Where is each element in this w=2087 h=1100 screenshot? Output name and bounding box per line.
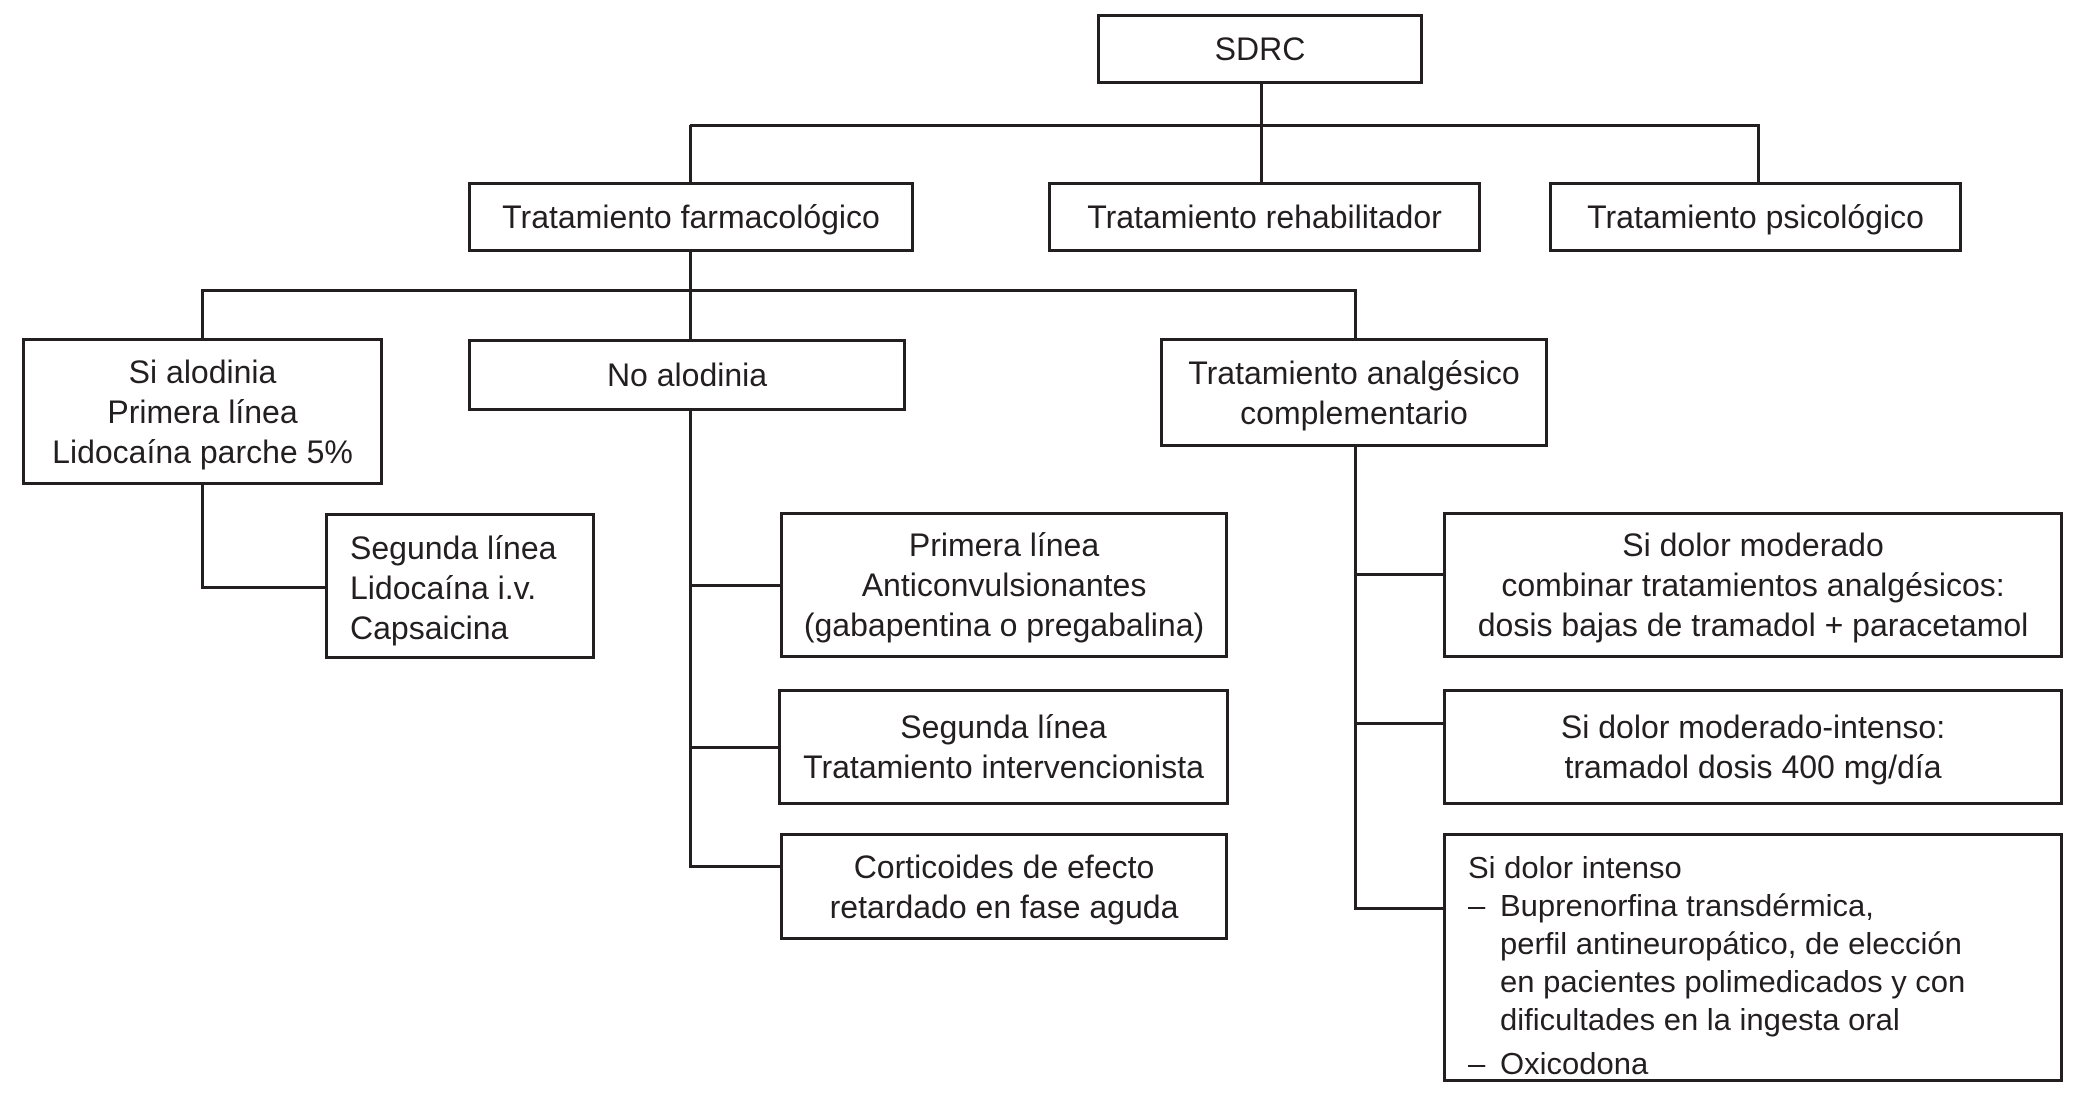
bullet-dash: – <box>1468 1046 1486 1081</box>
connector-sdrc-drop <box>1260 84 1263 182</box>
connector-psicologico-drop <box>1757 125 1760 182</box>
connector-no-alodinia-trunk <box>689 411 692 868</box>
bullet-text: Buprenorfina transdérmica, perfil antine… <box>1500 888 1966 1037</box>
node-tratamiento-analgesico-complementario: Tratamiento analgésico complementario <box>1160 338 1548 447</box>
node-tratamiento-rehabilitador: Tratamiento rehabilitador <box>1048 182 1481 252</box>
connector-analgesico-stub-3 <box>1354 907 1443 910</box>
node-label-line: Tratamiento intervencionista <box>803 749 1204 785</box>
node-si-dolor-intenso: Si dolor intenso – Buprenorfina transdér… <box>1443 833 2063 1082</box>
node-segunda-linea-intervencionista: Segunda línea Tratamiento intervencionis… <box>778 689 1229 805</box>
connector-no-alodinia-stub-1 <box>689 584 780 587</box>
node-si-alodinia: Si alodinia Primera línea Lidocaína parc… <box>22 338 383 485</box>
bullet-text: Oxicodona <box>1500 1046 1649 1081</box>
connector-analgesico-stub-2 <box>1354 722 1443 725</box>
node-label: Tratamiento psicológico <box>1587 199 1924 235</box>
node-label-line: (gabapentina o pregabalina) <box>803 607 1205 643</box>
node-label: SDRC <box>1214 31 1306 67</box>
node-label-line: dosis bajas de tramadol + paracetamol <box>1477 607 2029 643</box>
node-segunda-linea-lidocaina: Segunda línea Lidocaína i.v. Capsaicina <box>325 513 595 659</box>
connector-level2-bar <box>201 289 1357 292</box>
node-label-line: Segunda línea <box>900 709 1107 745</box>
node-label: Tratamiento farmacológico <box>502 199 880 235</box>
connector-analgesico-trunk <box>1354 447 1357 910</box>
node-label-line: tramadol dosis 400 mg/día <box>1564 749 1942 785</box>
bullet-item: – Oxicodona <box>1468 1045 1648 1083</box>
node-tratamiento-psicologico: Tratamiento psicológico <box>1549 182 1962 252</box>
node-label-line: Primera línea <box>908 527 1100 563</box>
connector-farmacologico-drop <box>689 125 692 182</box>
node-label-line: Si dolor moderado-intenso: <box>1560 709 1946 745</box>
connector-analgesico-drop <box>1354 290 1357 338</box>
node-label: Si dolor intenso <box>1468 850 1682 885</box>
connector-level1-bar <box>690 124 1760 127</box>
node-label: Tratamiento rehabilitador <box>1087 199 1442 235</box>
connector-no-alodinia-stub-2 <box>689 746 778 749</box>
node-label-line: Corticoides de efecto <box>853 848 1155 885</box>
connector-level2-drop <box>689 252 692 339</box>
node-tratamiento-farmacologico: Tratamiento farmacológico <box>468 182 914 252</box>
node-label-line: Lidocaína i.v. <box>350 570 537 606</box>
node-label-line: Primera línea <box>107 393 298 430</box>
node-label-line: Si alodinia <box>128 353 277 390</box>
node-si-dolor-moderado-intenso: Si dolor moderado-intenso: tramadol dosi… <box>1443 689 2063 805</box>
node-label-line: combinar tratamientos analgésicos: <box>1501 567 2005 603</box>
node-corticoides: Corticoides de efecto retardado en fase … <box>780 833 1228 940</box>
node-label-line: Capsaicina <box>350 610 509 646</box>
node-sdrc: SDRC <box>1097 14 1423 84</box>
node-label-line: Tratamiento analgésico <box>1188 354 1520 391</box>
node-label: No alodinia <box>606 357 768 393</box>
node-label-line: complementario <box>1240 394 1468 431</box>
connector-si-alodinia-child-drop <box>201 485 204 589</box>
connector-si-alodinia-child-stub <box>201 586 325 589</box>
node-primera-linea-anticonvulsionantes: Primera línea Anticonvulsionantes (gabap… <box>780 512 1228 658</box>
node-label-line: Lidocaína parche 5% <box>52 433 353 470</box>
bullet-dash: – <box>1468 888 1486 923</box>
bullet-item: – Buprenorfina transdérmica, perfil anti… <box>1468 887 1965 1039</box>
connector-no-alodinia-stub-3 <box>689 865 780 868</box>
connector-si-alodinia-drop <box>201 290 204 338</box>
node-no-alodinia: No alodinia <box>468 339 906 411</box>
node-label-line: retardado en fase aguda <box>829 888 1179 925</box>
node-label-line: Si dolor moderado <box>1622 527 1884 563</box>
node-label-line: Anticonvulsionantes <box>861 567 1147 603</box>
node-si-dolor-moderado: Si dolor moderado combinar tratamientos … <box>1443 512 2063 658</box>
connector-analgesico-stub-1 <box>1354 573 1443 576</box>
node-label-line: Segunda línea <box>350 530 557 566</box>
